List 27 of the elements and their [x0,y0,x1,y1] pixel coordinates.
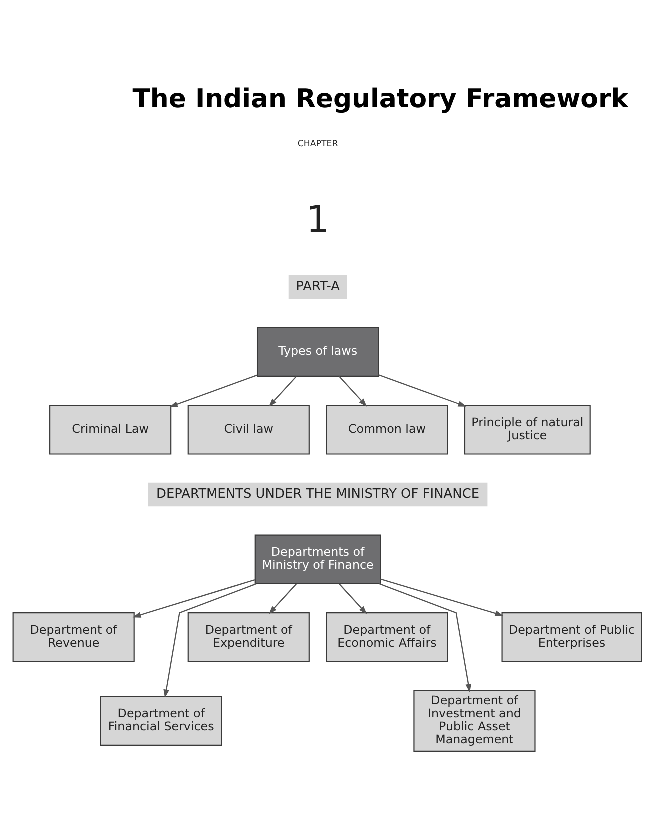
diagram-title: The Indian Regulatory Framework [132,84,628,114]
arrow [378,374,466,406]
node-box: Civil law [187,404,310,454]
node-box: Department of Investment and Public Asset Management [413,690,536,752]
arrow [163,582,256,698]
arrow [338,376,367,406]
label: DEPARTMENTS UNDER THE MINISTRY OF FINANCE [156,486,480,502]
node-box: Department of Expenditure [187,612,310,662]
node-box: Department of Economic Affairs [326,612,448,662]
node-box: Department of Public Enterprises [501,612,642,662]
node-box: Common law [326,404,448,454]
arrow [132,578,255,618]
label: 1 [306,197,330,240]
arrow [268,376,296,406]
arrow [380,578,504,616]
arrow [268,583,296,614]
node-box: Criminal Law [49,404,172,454]
node-box: Departments of Ministry of Finance [254,534,381,584]
node-box: Department of Revenue [12,612,134,662]
arrow [169,374,258,407]
label: PART-A [296,279,340,294]
node-box: Types of laws [256,326,379,376]
label: CHAPTER [297,139,338,150]
arrow [378,582,471,692]
arrow [338,583,367,614]
node-box: Department of Financial Services [100,696,222,746]
node-box: Principle of natural Justice [464,404,590,454]
